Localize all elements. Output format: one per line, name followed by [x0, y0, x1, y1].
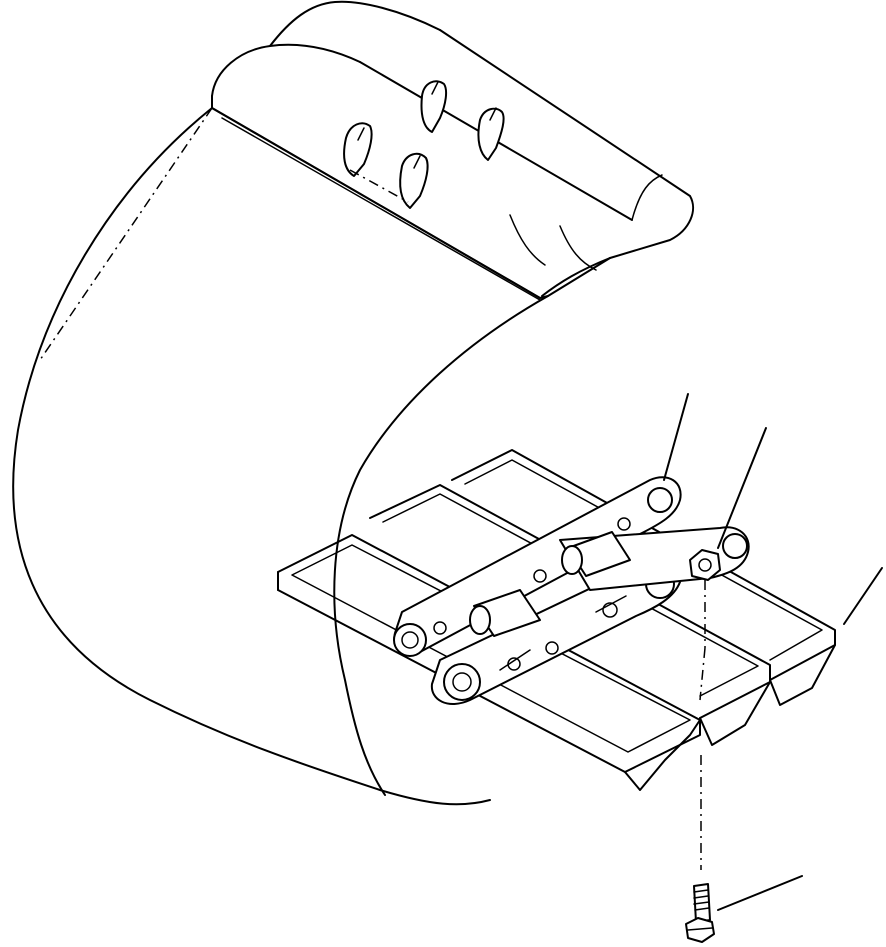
- leader-nut: [717, 427, 767, 549]
- leader-track-shoe: [843, 567, 883, 625]
- nut: [689, 549, 721, 701]
- bucket: [12, 0, 695, 806]
- bolt: [685, 755, 715, 943]
- bucket-center-line: [39, 107, 213, 361]
- leader-bolt: [717, 875, 803, 911]
- leader-lines: [663, 393, 883, 911]
- tooth-row: [343, 80, 505, 209]
- track-link: [393, 476, 750, 705]
- leader-track-link: [663, 393, 689, 481]
